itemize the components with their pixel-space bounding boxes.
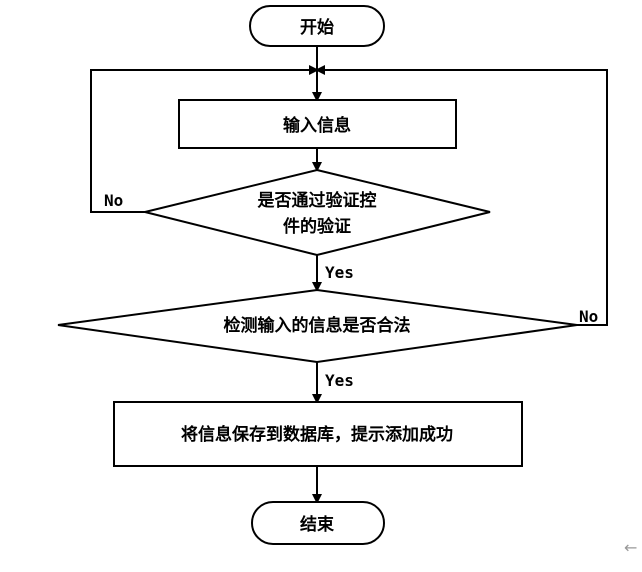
end-terminator	[251, 501, 385, 545]
check2-yes-label: Yes	[325, 371, 354, 390]
check1-label-line2: 件的验证	[283, 216, 351, 237]
back-arrow-icon: ←	[624, 538, 637, 557]
check1-no-label: No	[104, 191, 123, 210]
check1-yes-label: Yes	[325, 263, 354, 282]
save-label: 将信息保存到数据库，提示添加成功	[181, 424, 453, 445]
check1-decision	[144, 168, 491, 257]
save-process	[113, 401, 523, 467]
end-label: 结束	[300, 514, 334, 535]
input-label: 输入信息	[283, 115, 351, 136]
edge-check2-no-loop	[315, 65, 608, 326]
edge-check1-no-loop	[90, 65, 319, 213]
start-label: 开始	[300, 17, 334, 38]
check2-no-label: No	[579, 307, 598, 326]
check1-label-line1: 是否通过验证控	[258, 190, 377, 211]
check2-label: 检测输入的信息是否合法	[224, 315, 411, 336]
